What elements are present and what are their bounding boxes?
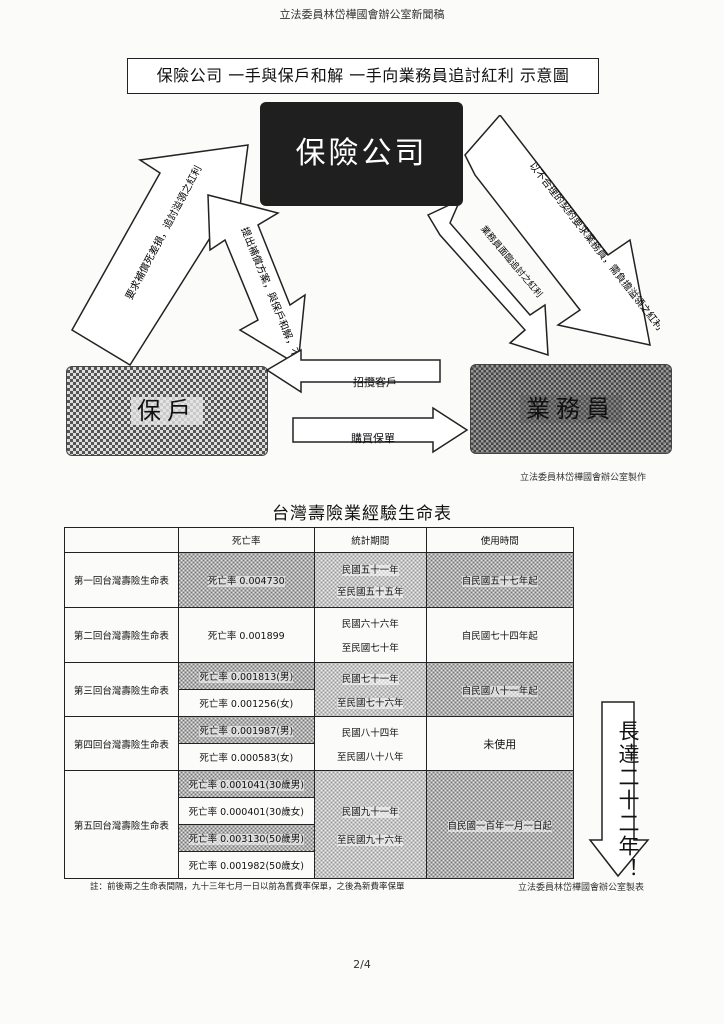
rate-text: 死亡率 0.001813(男) [199,672,294,683]
period-start: 民國九十一年 [341,806,399,818]
table-row: 死亡率 0.000583(女) [65,743,574,771]
rate-cell: 死亡率 0.001256(女) [177,689,315,717]
usage-cell: 自民國八十一年起 [425,662,575,717]
duration-note: 長達二十二年！ [616,720,640,881]
period-cell: 民國六十六年 至民國七十年 [313,607,427,663]
table-header: 統計期間 [313,527,427,553]
rate-cell: 死亡率 0.001899 [177,607,315,663]
middle-arrows [265,348,469,454]
table-header: 死亡率 [177,527,315,553]
period-end: 至民國七十年 [341,643,399,654]
purchase-arrow [292,406,469,454]
usage-cell: 未使用 [425,716,575,771]
page-header: 立法委員林岱樺國會辦公室新聞稿 [279,8,445,21]
agent-box: 業務員 [470,364,672,454]
rate-cell: 死亡率 0.001982(50歲女) [177,851,315,879]
usage-text: 自民國一百年一月一日起 [447,820,553,832]
table-header-row: 死亡率 統計期間 使用時間 [64,527,575,553]
table-row: 第一回台灣壽險生命表 死亡率 0.004730 民國五十一年 至民國五十五年 自… [64,552,575,608]
usage-cell: 自民國七十四年起 [425,607,575,663]
purchase-label: 購買保單 [351,432,395,445]
period-start: 民國七十一年 [341,673,399,685]
life-table: 死亡率 統計期間 使用時間 第一回台灣壽險生命表 死亡率 0.004730 民國… [64,527,575,879]
rate-cell: 死亡率 0.000401(30歲女) [177,797,315,825]
rate-text: 死亡率 0.001987(男) [199,726,294,737]
table-row: 死亡率 0.000401(30歲女) [65,797,574,825]
rate-text: 死亡率 0.004730 [207,576,285,587]
policyholder-box: 保戶 [66,366,268,456]
diagram-title: 保險公司 一手與保戶和解 一手向業務員追討紅利 示意圖 [127,58,599,94]
down-arrow [588,701,650,878]
flow-arrows: 要求補償死差損，追討溢領之紅利 提出補償方案，與保戶和解，不追討紅利 以不合理的… [70,115,660,375]
table-name: 第五回台灣壽險生命表 [64,770,179,879]
table-header: 使用時間 [425,527,575,553]
table-name: 第四回台灣壽險生命表 [64,716,179,771]
right-down-arrow: 以不合理的契約要求業務員，需負擔溢領之紅利 [464,115,660,346]
rate-cell: 死亡率 0.001041(30歲男) [177,770,315,798]
rate-text: 死亡率 0.001041(30歲男) [188,780,304,791]
diagram-credit: 立法委員林岱樺國會辦公室製作 [520,473,647,483]
period-start: 民國八十四年 [341,727,399,739]
table-footnote: 註：前後兩之生命表間隔，九十三年七月一日以前為舊費率保單，之後為新費率保單 [90,882,405,892]
rate-cell: 死亡率 0.001987(男) [177,716,315,744]
period-end: 至民國五十五年 [336,587,404,598]
table-row: 第五回台灣壽險生命表 死亡率 0.001041(30歲男) 民國九十一年 至民國… [64,770,575,879]
agent-label: 業務員 [520,395,622,423]
usage-cell: 自民國一百年一月一日起 [425,770,575,879]
table-header [64,527,179,553]
table-credit: 立法委員林岱樺國會辦公室製表 [518,883,645,893]
period-cell: 民國五十一年 至民國五十五年 [313,552,427,608]
recruit-arrow [265,348,441,394]
table-row: 第四回台灣壽險生命表 死亡率 0.001987(男) 民國八十四年 至民國八十八… [64,716,575,771]
recruit-label: 招攬客戶 [353,376,397,389]
usage-cell: 自民國五十七年起 [425,552,575,608]
table-row: 第三回台灣壽險生命表 死亡率 0.001813(男) 民國七十一年 至民國七十六… [64,662,575,717]
rate-cell: 死亡率 0.003130(50歲男) [177,824,315,852]
period-end: 至民國七十六年 [336,697,404,709]
period-cell: 民國八十四年 至民國八十八年 [313,716,427,771]
usage-text: 自民國八十一年起 [461,685,538,697]
period-end: 至民國九十六年 [336,834,404,846]
table-name: 第一回台灣壽險生命表 [64,552,179,608]
table-row: 死亡率 0.003130(50歲男) [65,824,574,852]
period-start: 民國五十一年 [341,565,399,576]
policyholder-label: 保戶 [131,397,203,425]
rate-cell: 死亡率 0.001813(男) [177,662,315,690]
period-start: 民國六十六年 [341,619,399,630]
usage-text: 自民國五十七年起 [461,576,538,587]
table-row: 死亡率 0.001982(50歲女) [65,851,574,879]
page-number: 2/4 [353,958,371,971]
table-name: 第二回台灣壽險生命表 [64,607,179,663]
insurer-box: 保險公司 [260,102,463,206]
table-row: 第二回台灣壽險生命表 死亡率 0.001899 民國六十六年 至民國七十年 自民… [64,607,575,663]
rate-text: 死亡率 0.003130(50歲男) [188,834,304,845]
left-up-arrow: 要求補償死差損，追討溢領之紅利 [70,144,249,367]
table-title: 台灣壽險業經驗生命表 [272,504,452,524]
period-end: 至民國八十八年 [336,751,404,763]
table-name: 第三回台灣壽險生命表 [64,662,179,717]
rate-cell: 死亡率 0.004730 [177,552,315,608]
period-cell: 民國九十一年 至民國九十六年 [313,770,427,879]
period-cell: 民國七十一年 至民國七十六年 [313,662,427,717]
rate-cell: 死亡率 0.000583(女) [177,743,315,771]
